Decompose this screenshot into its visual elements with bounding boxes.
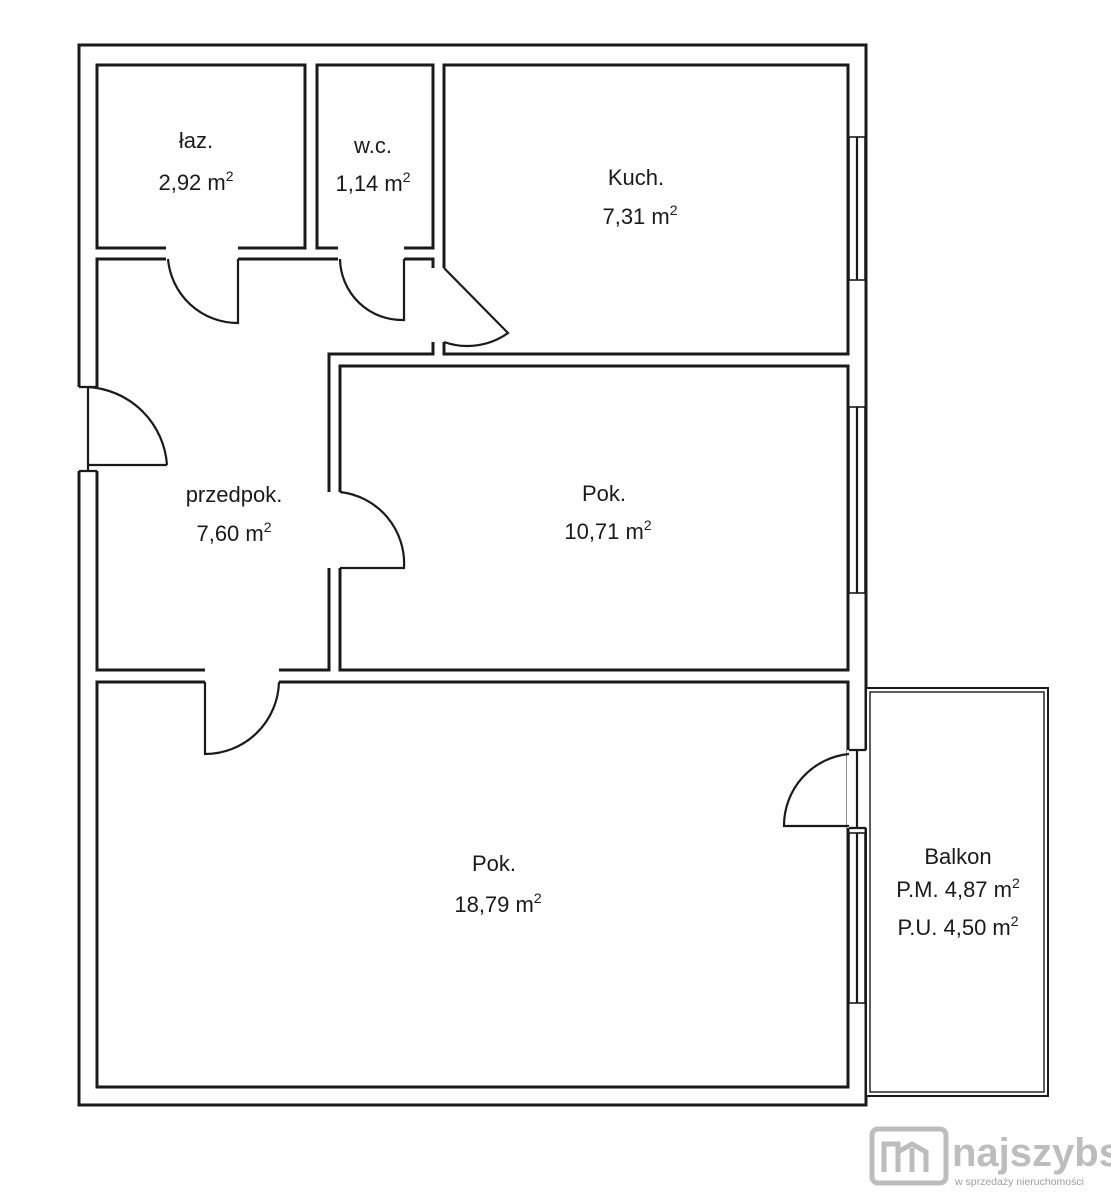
logo-brand: najszybsi <box>952 1131 1111 1175</box>
room-kitchen <box>442 63 850 356</box>
wc-area-value: 1,14 m <box>335 171 402 196</box>
kitchen-door-opening <box>431 268 446 342</box>
label-room-small-name: Pok. <box>582 481 626 506</box>
label-hall-area: 7,60 m2 <box>196 519 271 546</box>
logo-box <box>869 1126 949 1186</box>
label-kitchen-area: 7,31 m2 <box>602 202 677 229</box>
room-bathroom <box>95 63 307 250</box>
hall-area-sup: 2 <box>264 519 272 535</box>
balcony-pu-sup: 2 <box>1011 913 1019 929</box>
balcony-door-swing <box>782 752 850 828</box>
balcony-pm-sup: 2 <box>1012 875 1020 891</box>
label-kitchen-name: Kuch. <box>608 165 664 190</box>
bathroom-area-value: 2,92 m <box>158 170 225 195</box>
label-bathroom-name: łaz. <box>179 128 213 153</box>
label-room-large-name: Pok. <box>472 851 516 876</box>
bathroom-door-opening <box>166 246 238 261</box>
label-bathroom-area: 2,92 m2 <box>158 168 233 195</box>
room-large <box>95 680 850 1089</box>
logo-tagline: w sprzedaży nieruchomości <box>954 1176 1084 1188</box>
room-small-area-value: 10,71 m <box>564 519 644 544</box>
room-small-door-swing <box>339 490 406 570</box>
balcony-pm-value: P.M. 4,87 m <box>896 877 1012 902</box>
room-small <box>338 364 850 672</box>
label-wc-area: 1,14 m2 <box>335 169 410 196</box>
kitchen-door-swing <box>443 267 510 348</box>
room-large-area-value: 18,79 m <box>454 892 534 917</box>
label-balcony-pm: P.M. 4,87 m2 <box>896 875 1020 902</box>
room-large-door-opening <box>205 668 279 684</box>
room-large-door-swing <box>203 681 281 756</box>
room-large-area-sup: 2 <box>534 890 542 906</box>
room-hall <box>95 257 435 672</box>
logo-mark <box>881 1141 929 1172</box>
label-wc-name: w.c. <box>353 133 392 158</box>
kitchen-area-value: 7,31 m <box>602 204 669 229</box>
label-balcony-pu: P.U. 4,50 m2 <box>897 913 1018 940</box>
label-room-small-area: 10,71 m2 <box>564 517 652 544</box>
bathroom-area-sup: 2 <box>226 168 234 184</box>
wc-door-swing <box>338 258 406 322</box>
kitchen-area-sup: 2 <box>670 202 678 218</box>
room-small-area-sup: 2 <box>644 517 652 533</box>
wc-door-opening <box>338 246 404 261</box>
entrance-door-swing <box>87 385 169 466</box>
najszybsi-logo: najszybsi w sprzedaży nieruchomości <box>869 1126 1111 1188</box>
hall-area-value: 7,60 m <box>196 521 263 546</box>
bathroom-door-swing <box>166 258 240 325</box>
wc-area-sup: 2 <box>403 169 411 185</box>
room-small-door-opening <box>327 492 342 568</box>
label-room-large-area: 18,79 m2 <box>454 890 542 917</box>
balcony-inner <box>869 691 1045 1093</box>
label-balcony-name: Balkon <box>924 844 991 869</box>
label-hall-name: przedpok. <box>186 482 283 507</box>
room-wc <box>315 63 435 250</box>
balcony-pu-value: P.U. 4,50 m <box>897 915 1010 940</box>
